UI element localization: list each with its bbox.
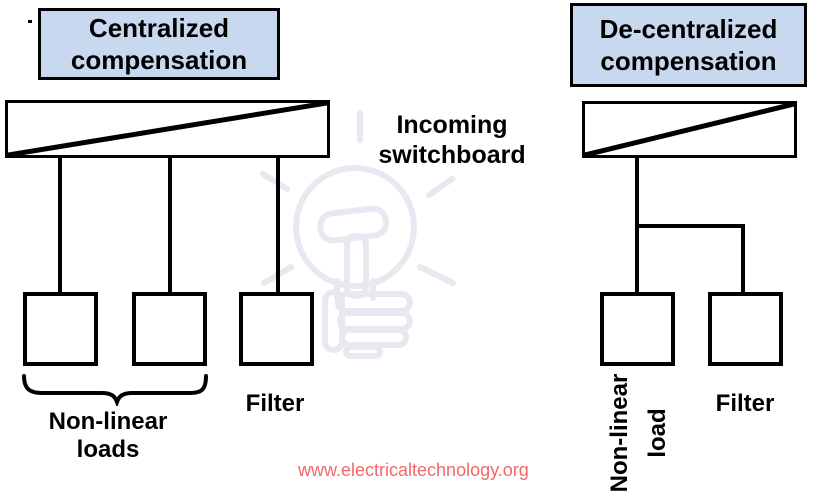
left-filter-label: Filter [245, 390, 305, 417]
right-load-box [600, 292, 675, 366]
left-feeder-line-3 [276, 157, 280, 293]
decentralized-title-line2: compensation [600, 46, 777, 76]
left-load-box-1 [23, 292, 98, 366]
right-busbar-diagonal [585, 104, 794, 155]
left-feeder-line-2 [168, 157, 172, 293]
right-filter-label: Filter [715, 390, 775, 417]
nonlinear-loads-label-line1: Non-linear [48, 408, 168, 435]
nonlinear-loads-label-line2: loads [76, 436, 140, 464]
nonlinear-loads-label: Non-linear loads [28, 408, 188, 465]
right-filter-box [708, 292, 783, 366]
right-branch-line [635, 224, 745, 228]
right-busbar-symbol [582, 101, 797, 158]
right-filter-drop-line [741, 224, 745, 294]
decentralized-title-box: De-centralized compensation [570, 3, 807, 87]
left-filter-box [239, 292, 314, 366]
centralized-title-box: Centralized compensation [38, 8, 280, 80]
left-load-box-2 [132, 292, 207, 366]
decentralized-title-line1: De-centralized [599, 13, 778, 44]
nonlinear-load-label-line2: load [644, 408, 671, 458]
centralized-title-line2: compensation [70, 45, 248, 75]
incoming-switchboard-label: Incoming switchboard [366, 110, 538, 170]
nonlinear-load-label-rotated: Non-linear load [601, 368, 677, 497]
centralized-title-line1: Centralized [88, 12, 230, 43]
nonlinear-load-label-line1: Non-linear [606, 373, 633, 493]
incoming-switchboard-line2: switchboard [378, 141, 526, 169]
website-watermark-text: www.electricaltechnology.org [298, 460, 529, 480]
stray-dot [28, 20, 32, 23]
left-busbar-diagonal [8, 103, 327, 155]
underbrace [22, 374, 208, 406]
incoming-switchboard-line1: Incoming [396, 111, 508, 139]
left-feeder-line-1 [58, 157, 62, 293]
left-busbar-symbol [5, 100, 330, 158]
